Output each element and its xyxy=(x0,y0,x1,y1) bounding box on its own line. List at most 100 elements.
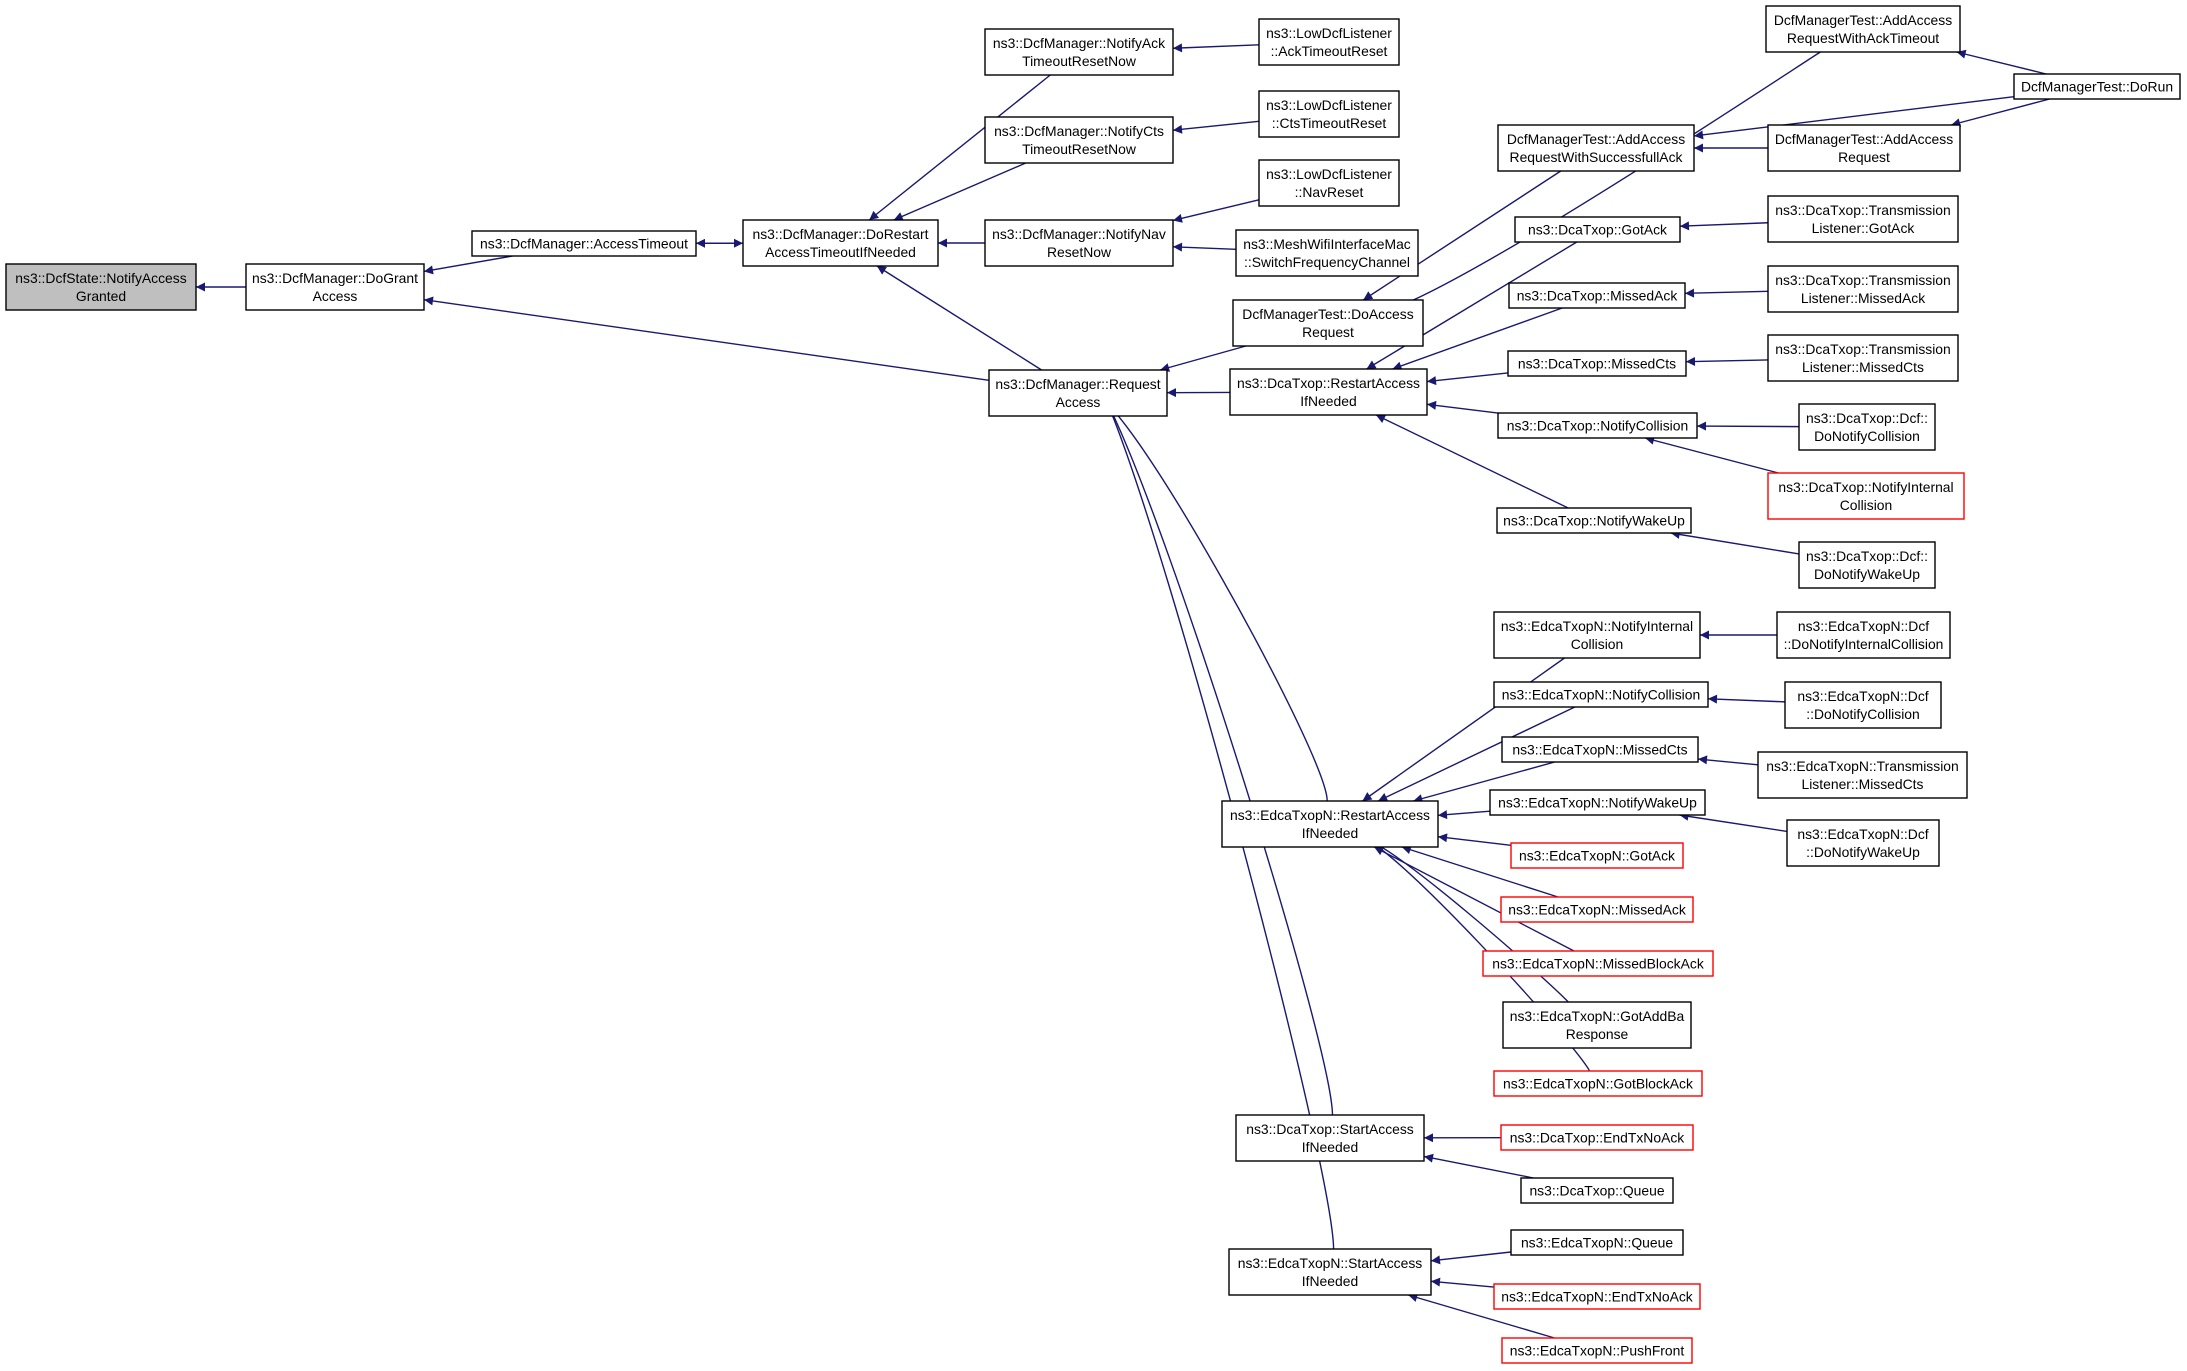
node-ns3-edcatxopn-gotack[interactable]: ns3::EdcaTxopN::GotAck xyxy=(1510,842,1684,869)
node-ns3-dcatxop-missedack[interactable]: ns3::DcaTxop::MissedAck xyxy=(1508,282,1686,309)
call-edge-n38-to-n15 xyxy=(1401,845,1559,898)
call-edge-n32-to-n26 xyxy=(1670,530,1800,555)
node-label-line: Granted xyxy=(76,288,126,304)
node-label-line: ns3::DcaTxop::MissedAck xyxy=(1517,288,1678,304)
node-label-line: ns3::LowDcfListener xyxy=(1266,25,1392,41)
call-edge-n22-to-n14 xyxy=(1366,241,1578,370)
node-label-line: DcfManagerTest::DoAccess xyxy=(1242,306,1413,322)
node-label-line: ::DoNotifyCollision xyxy=(1806,706,1919,722)
node-ns3-dcatxop-notifywakeup[interactable]: ns3::DcaTxop::NotifyWakeUp xyxy=(1496,507,1692,534)
node-box xyxy=(984,116,1174,164)
node-ns3-edcatxopn-dcf-donotifycollision[interactable]: ns3::EdcaTxopN::Dcf::DoNotifyCollision xyxy=(1784,681,1942,729)
node-ns3-edcatxopn-endtxnoack[interactable]: ns3::EdcaTxopN::EndTxNoAck xyxy=(1493,1283,1701,1310)
node-ns3-edcatxopn-queue[interactable]: ns3::EdcaTxopN::Queue xyxy=(1510,1229,1684,1256)
node-dcfmanagertest-dorun[interactable]: DcfManagerTest::DoRun xyxy=(2013,73,2181,100)
node-ns3-edcatxopn-missedblockack[interactable]: ns3::EdcaTxopN::MissedBlockAck xyxy=(1482,950,1714,977)
node-label-line: ResetNow xyxy=(1047,244,1112,260)
node-label-line: AccessTimeoutIfNeeded xyxy=(765,244,916,260)
node-label-line: ns3::DcfManager::NotifyNav xyxy=(992,226,1166,242)
call-edge-n21-to-n19 xyxy=(1693,95,2015,140)
node-label-line: ns3::EdcaTxopN::NotifyWakeUp xyxy=(1498,795,1697,811)
node-dcfmanagertest-addaccess-requestwithacktimeout[interactable]: DcfManagerTest::AddAccessRequestWithAckT… xyxy=(1765,5,1961,53)
node-ns3-dcatxop-queue[interactable]: ns3::DcaTxop::Queue xyxy=(1520,1177,1674,1204)
node-ns3-lowdcflistener-navreset[interactable]: ns3::LowDcfListener::NavReset xyxy=(1258,159,1400,207)
call-edge-n43-to-n34 xyxy=(1707,694,1786,704)
node-ns3-dcfmanager-dorestart-accesstimeoutifneeded[interactable]: ns3::DcfManager::DoRestartAccessTimeoutI… xyxy=(742,219,939,267)
node-label-line: ::NavReset xyxy=(1295,184,1364,200)
node-ns3-edcatxopn-gotblockack[interactable]: ns3::EdcaTxopN::GotBlockAck xyxy=(1493,1070,1703,1097)
node-label-line: ns3::LowDcfListener xyxy=(1266,97,1392,113)
node-ns3-edcatxopn-pushfront[interactable]: ns3::EdcaTxopN::PushFront xyxy=(1501,1337,1693,1364)
node-label-line: IfNeeded xyxy=(1302,1273,1358,1289)
node-ns3-meshwifiinterfacemac-switchfrequencychannel[interactable]: ns3::MeshWifiInterfaceMac::SwitchFrequen… xyxy=(1235,229,1419,277)
node-ns3-edcatxopn-dcf-donotifywakeup[interactable]: ns3::EdcaTxopN::Dcf::DoNotifyWakeUp xyxy=(1786,819,1940,867)
node-label-line: IfNeeded xyxy=(1302,1139,1358,1155)
node-ns3-edcatxopn-missedack[interactable]: ns3::EdcaTxopN::MissedAck xyxy=(1500,896,1694,923)
node-ns3-dcatxop-transmission-listener-gotack[interactable]: ns3::DcaTxop::TransmissionListener::GotA… xyxy=(1767,195,1959,243)
node-box xyxy=(1784,681,1942,729)
node-ns3-dcatxop-missedcts[interactable]: ns3::DcaTxop::MissedCts xyxy=(1507,350,1687,377)
node-box xyxy=(1510,1229,1684,1256)
call-edge-n6-to-n4 xyxy=(868,74,1051,221)
node-label-line: ns3::DcfManager::AccessTimeout xyxy=(480,236,688,252)
call-edge-n24-to-n14 xyxy=(1426,372,1509,386)
node-ns3-dcfmanager-notifycts-timeoutresetnow[interactable]: ns3::DcfManager::NotifyCtsTimeoutResetNo… xyxy=(984,116,1174,164)
node-ns3-dcatxop-dcf-donotifywakeup[interactable]: ns3::DcaTxop::Dcf::DoNotifyWakeUp xyxy=(1798,541,1936,589)
node-ns3-dcatxop-endtxnoack[interactable]: ns3::DcaTxop::EndTxNoAck xyxy=(1500,1124,1694,1151)
node-ns3-dcatxop-transmission-listener-missedack[interactable]: ns3::DcaTxop::TransmissionListener::Miss… xyxy=(1767,265,1959,313)
node-ns3-dcatxop-notifyinternal-collision[interactable]: ns3::DcaTxop::NotifyInternalCollision xyxy=(1767,472,1965,520)
node-label-line: Request xyxy=(1838,149,1890,165)
node-dcfmanagertest-addaccess-requestwithsuccessfullack[interactable]: DcfManagerTest::AddAccessRequestWithSucc… xyxy=(1497,124,1695,172)
node-ns3-edcatxopn-transmission-listener-missedcts[interactable]: ns3::EdcaTxopN::TransmissionListener::Mi… xyxy=(1757,751,1968,799)
node-ns3-dcfmanager-notifyack-timeoutresetnow[interactable]: ns3::DcfManager::NotifyAckTimeoutResetNo… xyxy=(984,28,1174,76)
node-label-line: ns3::DcfManager::NotifyAck xyxy=(993,35,1165,51)
node-ns3-dcatxop-dcf-donotifycollision[interactable]: ns3::DcaTxop::Dcf::DoNotifyCollision xyxy=(1798,403,1936,451)
node-box xyxy=(1258,18,1400,66)
node-label-line: DoNotifyCollision xyxy=(1814,428,1920,444)
node-ns3-dcatxop-gotack[interactable]: ns3::DcaTxop::GotAck xyxy=(1514,216,1681,243)
node-ns3-edcatxopn-missedcts[interactable]: ns3::EdcaTxopN::MissedCts xyxy=(1501,736,1699,763)
node-label-line: ns3::EdcaTxopN::Queue xyxy=(1521,1235,1673,1251)
node-box xyxy=(1767,195,1959,243)
call-edge-n30-to-n25 xyxy=(1696,421,1800,431)
node-box xyxy=(1228,1248,1432,1296)
node-ns3-lowdcflistener-acktimeoutreset[interactable]: ns3::LowDcfListener::AckTimeoutReset xyxy=(1258,18,1400,66)
call-edge-n18-to-n13 xyxy=(1361,48,1826,314)
node-label-line: TimeoutResetNow xyxy=(1022,53,1137,69)
node-ns3-dcatxop-transmission-listener-missedcts[interactable]: ns3::DcaTxop::TransmissionListener::Miss… xyxy=(1767,334,1959,382)
call-edge-n26-to-n14 xyxy=(1375,414,1569,509)
node-label-line: ns3::EdcaTxopN::MissedBlockAck xyxy=(1492,956,1704,972)
node-box xyxy=(245,263,425,311)
node-box xyxy=(1767,265,1959,313)
node-ns3-edcatxopn-dcf-donotifyinternalcollision[interactable]: ns3::EdcaTxopN::Dcf::DoNotifyInternalCol… xyxy=(1776,611,1951,659)
node-ns3-dcatxop-notifycollision[interactable]: ns3::DcaTxop::NotifyCollision xyxy=(1497,412,1698,439)
node-ns3-edcatxopn-notifyinternal-collision[interactable]: ns3::EdcaTxopN::NotifyInternalCollision xyxy=(1493,611,1701,659)
node-box xyxy=(984,219,1174,267)
node-label-line: ns3::DcaTxop::EndTxNoAck xyxy=(1510,1130,1685,1146)
call-edge-n49-to-n17 xyxy=(1430,1277,1495,1288)
node-box xyxy=(1798,541,1936,589)
node-ns3-edcatxopn-notifywakeup[interactable]: ns3::EdcaTxopN::NotifyWakeUp xyxy=(1489,789,1706,816)
call-edge-n13-to-n5 xyxy=(1159,345,1247,372)
node-ns3-dcfmanager-accesstimeout[interactable]: ns3::DcfManager::AccessTimeout xyxy=(471,230,697,257)
call-edge-n29-to-n24 xyxy=(1685,356,1769,366)
node-box xyxy=(1258,159,1400,207)
node-box xyxy=(988,369,1168,417)
call-edge-n19-to-n13 xyxy=(1362,170,1562,301)
call-edge-n44-to-n35 xyxy=(1697,755,1759,766)
node-ns3-lowdcflistener-ctstimeoutreset[interactable]: ns3::LowDcfListener::CtsTimeoutReset xyxy=(1258,90,1400,138)
node-box xyxy=(1493,611,1701,659)
node-ns3-edcatxopn-notifycollision[interactable]: ns3::EdcaTxopN::NotifyCollision xyxy=(1493,681,1709,708)
node-label-line: DcfManagerTest::DoRun xyxy=(2021,79,2173,95)
